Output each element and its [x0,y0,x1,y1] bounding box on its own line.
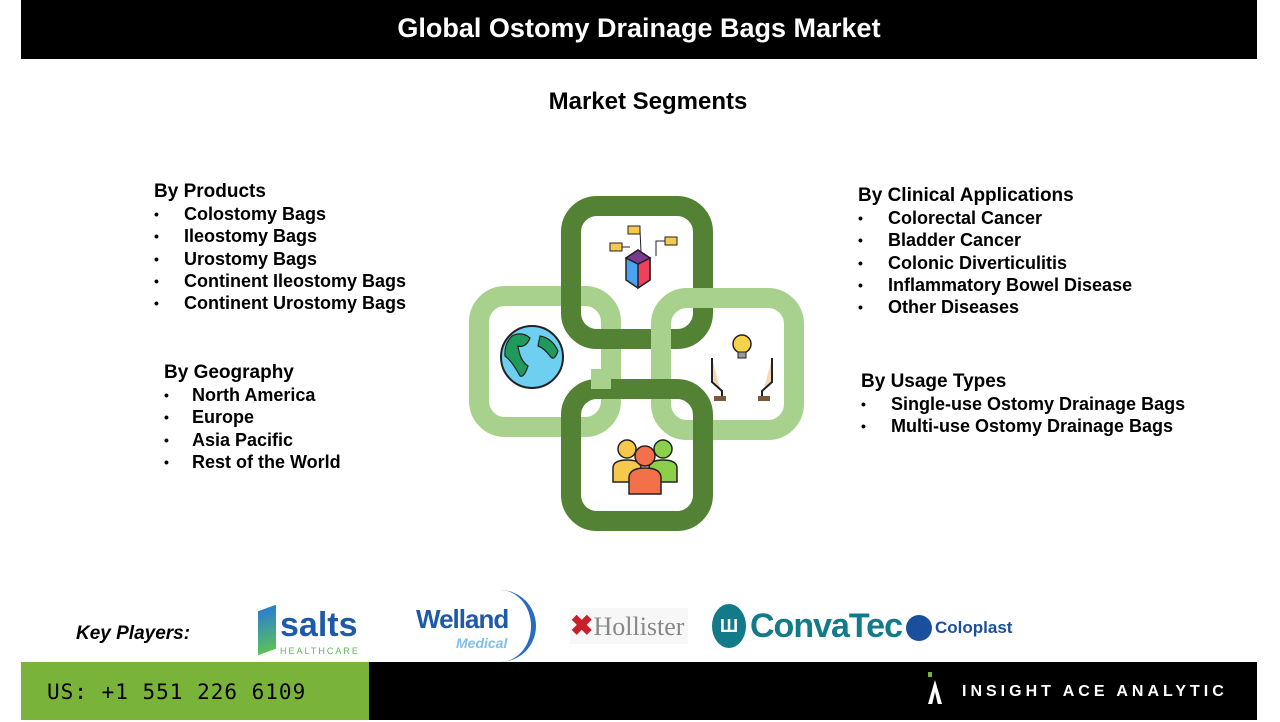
list-item: Europe [164,406,341,429]
segment-geography: By Geography North AmericaEuropeAsia Pac… [164,362,341,473]
key-players-label: Key Players: [76,623,191,644]
list-item: Colostomy Bags [154,203,406,226]
chain-diagram [469,196,804,531]
footer-bar [369,662,1257,720]
list-item: Multi-use Ostomy Drainage Bags [861,415,1185,438]
chain-link-top [561,196,713,349]
coloplast-logo: Coloplast [906,615,1012,641]
box-network-icon [609,225,678,290]
subtitle: Market Segments [548,88,748,115]
title-bar: Global Ostomy Drainage Bags Market [21,0,1257,59]
list-item: North America [164,384,341,407]
segment-clinical: By Clinical Applications Colorectal Canc… [858,185,1132,319]
segment-heading: By Usage Types [861,371,1007,392]
page-title: Global Ostomy Drainage Bags Market [397,13,881,43]
chain-link-left [469,286,621,437]
list-item: Rest of the World [164,451,341,474]
list-item: Other Diseases [858,296,1132,319]
list-item: Asia Pacific [164,429,341,452]
segment-usage: By Usage Types Single-use Ostomy Drainag… [861,371,1185,438]
chain-link-right [651,288,804,440]
list-item: Bladder Cancer [858,229,1132,252]
chain-link-bottom [561,379,713,531]
list-item: Single-use Ostomy Drainage Bags [861,393,1185,416]
list-item: Urostomy Bags [154,248,406,271]
segment-products: By Products Colostomy BagsIleostomy Bags… [154,181,406,315]
segment-heading: By Geography [164,362,294,383]
people-icon [612,439,678,495]
segment-heading: By Products [154,181,266,202]
insight-ace-logo-icon [928,672,942,704]
list-item: Colonic Diverticulitis [858,252,1132,275]
list-item: Colorectal Cancer [858,207,1132,230]
segment-heading: By Clinical Applications [858,185,1074,206]
brand-name: INSIGHT ACE ANALYTIC [962,683,1228,700]
footer-phone: US: +1 551 226 6109 [21,662,369,720]
hollister-logo: ✖Hollister [570,608,688,644]
list-item: Continent Urostomy Bags [154,292,406,315]
idea-hands-icon [711,334,773,401]
phone-number: US: +1 551 226 6109 [47,680,307,704]
list-item: Inflammatory Bowel Disease [858,274,1132,297]
list-item: Ileostomy Bags [154,225,406,248]
list-item: Continent Ileostomy Bags [154,270,406,293]
globe-icon [500,325,564,389]
